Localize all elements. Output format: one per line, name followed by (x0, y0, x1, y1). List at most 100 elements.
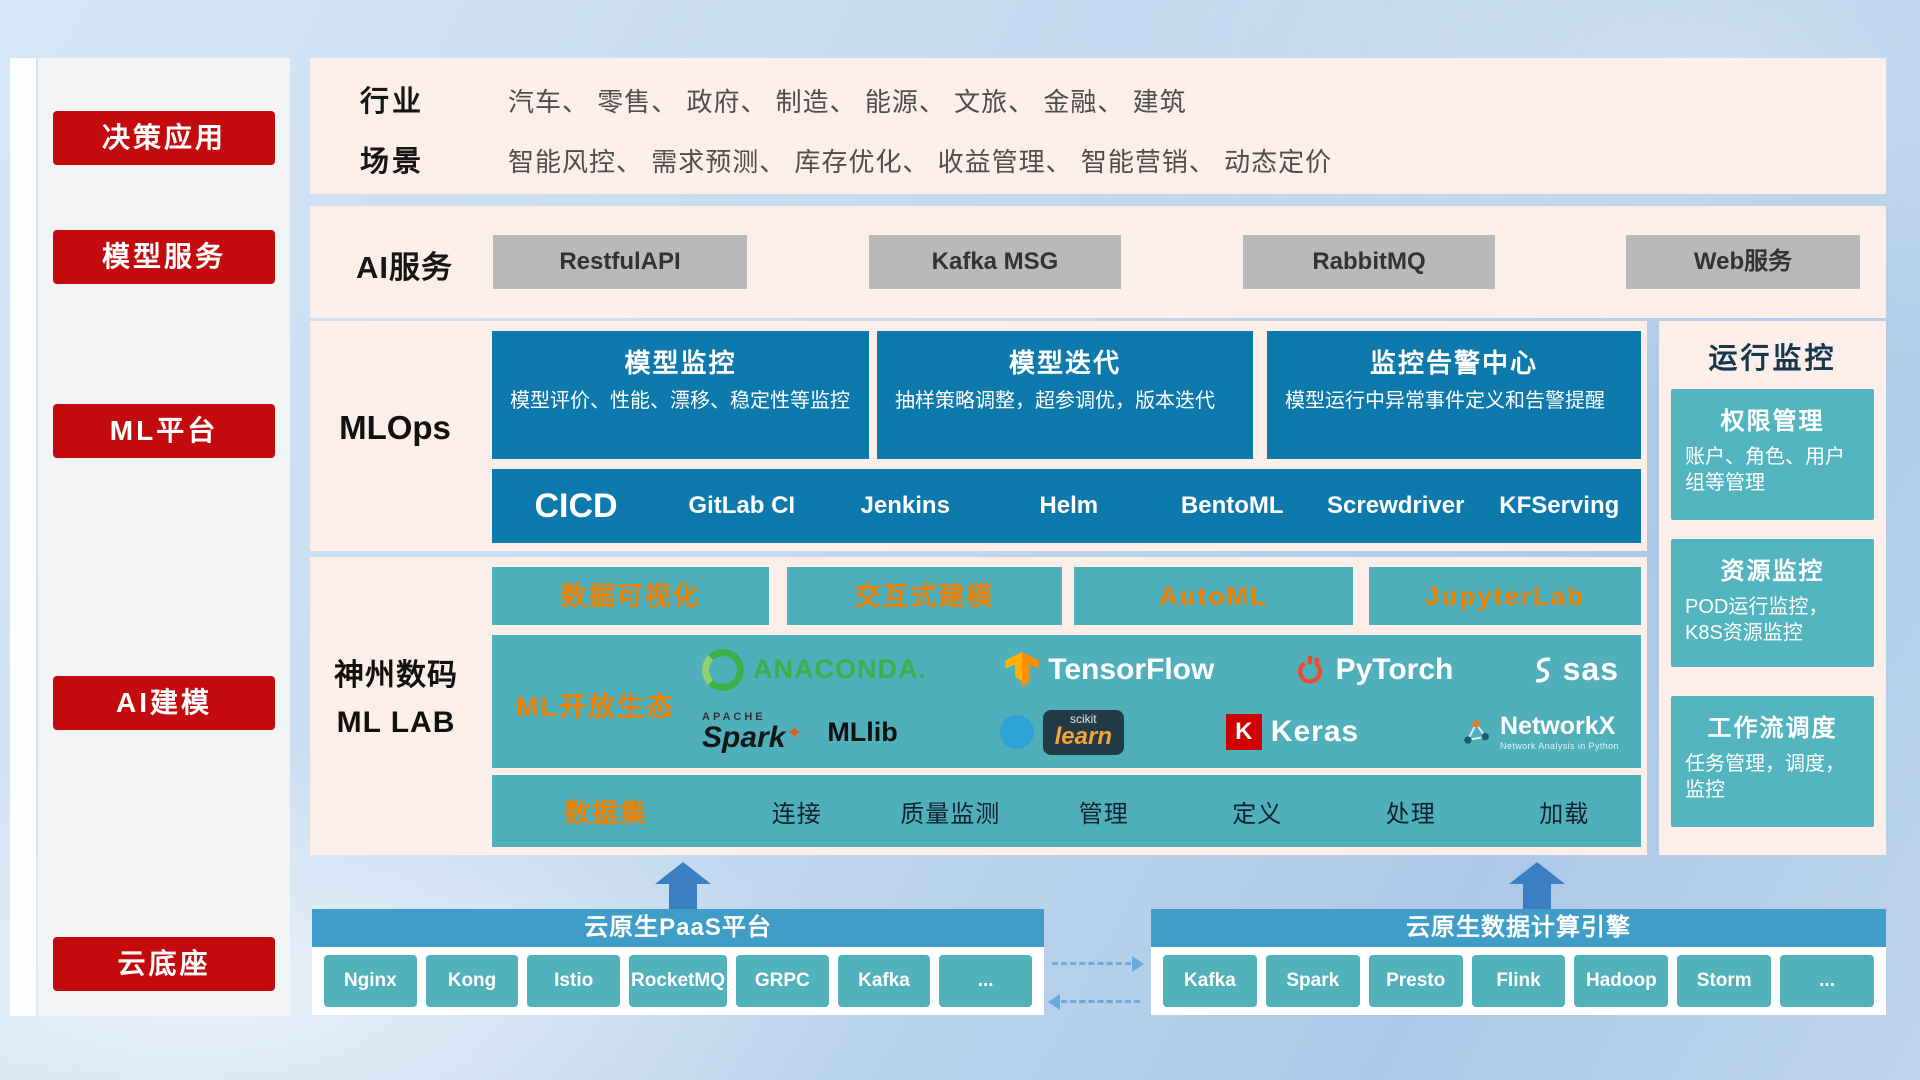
sas-logo: sas (1532, 651, 1619, 688)
keras-wordmark: Keras (1270, 715, 1360, 748)
engine-chip-flink: Flink (1471, 955, 1566, 1007)
dataset-item-define: 定义 (1232, 800, 1283, 828)
permission-management-card: 权限管理 账户、角色、用户组等管理 (1671, 389, 1874, 520)
automl-block: AutoML (1074, 567, 1353, 625)
data-engine-header: 云原生数据计算引擎 (1151, 909, 1886, 947)
workflow-scheduling-desc: 任务管理，调度，监控 (1685, 753, 1845, 802)
cicd-item-bentoml: BentoML (1180, 492, 1284, 519)
networkx-text: NetworkX (1500, 712, 1616, 741)
engine-chip-presto: Presto (1368, 955, 1463, 1007)
ai-service-label: AI服务 (356, 250, 453, 285)
paas-chip-grpc: GRPC (735, 955, 829, 1007)
permission-management-desc: 账户、角色、用户组等管理 (1685, 446, 1845, 495)
paas-chip-rocketmq: RocketMQ (629, 955, 727, 1007)
keras-logo: K Keras (1225, 714, 1360, 750)
resource-monitoring-title: 资源监控 (1720, 558, 1825, 585)
spark-wordmark: APACHE Spark✦ (702, 710, 803, 754)
networkx-wordmark: NetworkX Network Analysis in Python (1500, 712, 1619, 751)
ai-service-panel: AI服务 RestfulAPI Kafka MSG RabbitMQ Web服务 (310, 206, 1886, 318)
paas-chip-kafka: Kafka (837, 955, 931, 1007)
cicd-item-screwdriver: Screwdriver (1327, 492, 1465, 519)
dataset-item-load: 加载 (1539, 800, 1590, 828)
apache-label: APACHE (702, 710, 766, 723)
ai-service-rabbitmq: RabbitMQ (1243, 235, 1495, 289)
sidebar-item-cloud-base: 云底座 (53, 937, 275, 991)
spark-star-icon: ✦ (786, 722, 803, 744)
cicd-label: CICD (534, 486, 618, 525)
tensorflow-logo: TensorFlow (1005, 651, 1215, 688)
model-monitoring-card: 模型监控 模型评价、性能、漂移、稳定性等监控 (492, 331, 869, 459)
mlops-panel: MLOps 模型监控 模型评价、性能、漂移、稳定性等监控 模型迭代 抽样策略调整… (310, 321, 1647, 551)
dataset-item-process: 处理 (1385, 800, 1436, 828)
sidebar-item-ai-modeling: AI建模 (53, 676, 275, 730)
ml-lab-label-line1: 神州数码 (334, 659, 458, 692)
dataset-item-quality: 质量监测 (900, 800, 1001, 828)
sas-wordmark: sas (1562, 651, 1619, 687)
scikit-small-label: scikit (1069, 711, 1097, 726)
model-iteration-card: 模型迭代 抽样策略调整，超参调优，版本迭代 (877, 331, 1253, 459)
runtime-monitoring-panel: 运行监控 权限管理 账户、角色、用户组等管理 资源监控 POD运行监控，K8S资… (1659, 321, 1886, 855)
engine-components-strip: Kafka Spark Presto Flink Hadoop Storm ..… (1151, 947, 1886, 1015)
paas-chip-nginx: Nginx (324, 955, 417, 1007)
workflow-scheduling-title: 工作流调度 (1707, 715, 1838, 742)
left-accent-strip (10, 58, 36, 1016)
engine-chip-more: ... (1780, 955, 1875, 1007)
ai-service-restfulapi: RestfulAPI (493, 235, 747, 289)
sidebar-item-ml-platform: ML平台 (53, 404, 275, 458)
ml-lab-panel: 神州数码 ML LAB 数据可视化 交互式建模 AutoML JupyterLa… (310, 557, 1647, 855)
pytorch-logo: PyTorch (1293, 652, 1454, 687)
tensorflow-wordmark: TensorFlow (1048, 652, 1215, 686)
networkx-icon (1464, 720, 1489, 744)
tensorflow-icon (1005, 651, 1039, 687)
sidebar-item-model-service: 模型服务 (53, 230, 275, 284)
dataset-item-connect: 连接 (771, 800, 822, 828)
mlops-label: MLOps (339, 409, 451, 446)
model-monitoring-title: 模型监控 (624, 348, 737, 378)
paas-components-strip: Nginx Kong Istio RocketMQ GRPC Kafka ... (312, 947, 1044, 1015)
ml-ecosystem-label: ML开放生态 (516, 692, 675, 722)
permission-management-title: 权限管理 (1720, 408, 1825, 435)
paas-chip-more: ... (939, 955, 1032, 1007)
paas-platform-header: 云原生PaaS平台 (312, 909, 1044, 947)
sidebar-item-decision-app: 决策应用 (53, 111, 275, 165)
scene-label: 场景 (360, 146, 425, 178)
left-sidebar: 决策应用 模型服务 ML平台 AI建模 云底座 (38, 58, 290, 1016)
dataset-label: 数据集 (563, 797, 648, 828)
dashed-arrow-right-icon (1052, 956, 1144, 972)
cicd-item-kfserving: KFServing (1499, 492, 1620, 519)
engine-chip-hadoop: Hadoop (1574, 955, 1669, 1007)
ai-service-web: Web服务 (1626, 235, 1860, 289)
scikit-learn-badge: scikit learn (1042, 709, 1124, 755)
anaconda-logo: ANACONDA. (702, 648, 927, 691)
engine-chip-kafka: Kafka (1163, 955, 1257, 1007)
engine-chip-storm: Storm (1677, 955, 1772, 1007)
data-visualization-block: 数据可视化 (492, 567, 769, 625)
spark-text: Spark (702, 720, 786, 754)
workflow-scheduling-card: 工作流调度 任务管理，调度，监控 (1671, 696, 1874, 827)
alert-center-desc: 模型运行中异常事件定义和告警提醒 (1285, 390, 1605, 412)
paas-chip-istio: Istio (527, 955, 621, 1007)
anaconda-wordmark: ANACONDA. (753, 654, 927, 684)
keras-icon: K (1225, 714, 1262, 750)
mllib-label: MLlib (827, 716, 898, 747)
paas-chip-kong: Kong (425, 955, 519, 1007)
up-arrow-icon (1509, 862, 1565, 909)
networkx-logo: NetworkX Network Analysis in Python (1461, 712, 1619, 751)
ecosystem-logo-rows: ANACONDA. TensorFlow (688, 639, 1633, 764)
up-arrow-left (655, 862, 711, 914)
interactive-modeling-block: 交互式建模 (787, 567, 1062, 625)
industry-scene-panel: 行业 汽车、 零售、 政府、 制造、 能源、 文旅、 金融、 建筑 场景 智能风… (310, 58, 1886, 194)
pytorch-wordmark: PyTorch (1335, 652, 1454, 686)
ecosystem-logo-row-1: ANACONDA. TensorFlow (688, 648, 1633, 691)
scikit-learn-logo: scikit learn (999, 709, 1124, 755)
ml-lab-label-line2: ML LAB (336, 705, 456, 739)
industry-list: 汽车、 零售、 政府、 制造、 能源、 文旅、 金融、 建筑 (508, 87, 1187, 117)
pytorch-icon (1297, 655, 1322, 684)
ml-ecosystem-box: ML开放生态 ANACONDA. TensorFlow (492, 635, 1641, 768)
spark-mllib-logo: APACHE Spark✦ MLlib (702, 710, 898, 754)
resource-monitoring-desc: POD运行监控，K8S资源监控 (1685, 596, 1829, 645)
alert-center-card: 监控告警中心 模型运行中异常事件定义和告警提醒 (1267, 331, 1641, 459)
cicd-bar: CICD GitLab CI Jenkins Helm BentoML Scre… (492, 469, 1641, 543)
ecosystem-logo-row-2: APACHE Spark✦ MLlib scikit learn K (688, 709, 1633, 755)
